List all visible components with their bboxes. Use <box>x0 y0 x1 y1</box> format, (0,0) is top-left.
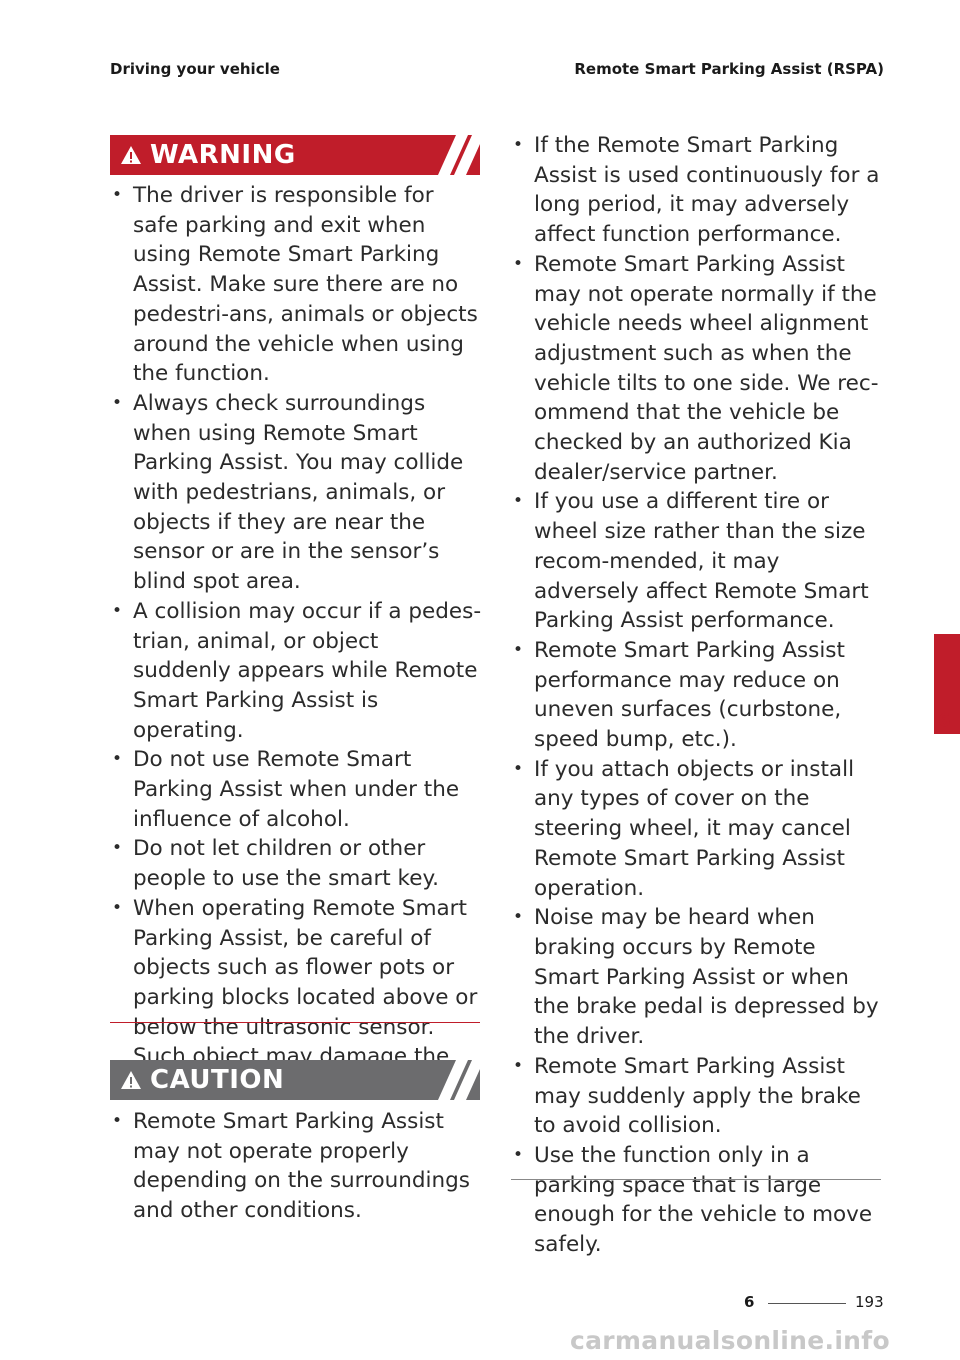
caution-title: CAUTION <box>150 1065 285 1095</box>
warning-triangle-icon <box>121 146 141 164</box>
caution-banner: CAUTION <box>110 1060 480 1100</box>
list-item: Do not let children or other people to u… <box>110 834 482 893</box>
list-item: Always check surroundings when using Rem… <box>110 389 482 597</box>
list-item: Remote Smart Parking Assist may not oper… <box>110 1107 482 1226</box>
warning-title: WARNING <box>150 140 296 170</box>
running-header-topic: Remote Smart Parking Assist (RSPA) <box>574 60 884 78</box>
list-item: Remote Smart Parking Assist performance … <box>511 636 883 755</box>
list-item: Use the function only in a parking space… <box>511 1141 883 1260</box>
chapter-side-number: 6 <box>938 710 951 731</box>
list-item: Do not use Remote Smart Parking Assist w… <box>110 745 482 834</box>
page-number: 193 <box>855 1293 884 1311</box>
list-item: If you use a different tire or wheel siz… <box>511 487 883 636</box>
warning-end-divider <box>110 1022 480 1023</box>
banner-slash-decoration <box>438 1060 480 1100</box>
running-header-section: Driving your vehicle <box>110 60 280 78</box>
list-item: The driver is responsible for safe parki… <box>110 181 482 389</box>
chapter-side-tab <box>934 634 960 734</box>
caution-list: Remote Smart Parking Assist may not oper… <box>110 1107 482 1226</box>
warning-list: The driver is responsible for safe parki… <box>110 181 482 1102</box>
list-item: Noise may be heard when braking occurs b… <box>511 903 883 1052</box>
list-item: If you attach objects or install any typ… <box>511 755 883 904</box>
list-item: Remote Smart Parking Assist may suddenly… <box>511 1052 883 1141</box>
banner-slash-decoration <box>438 135 480 175</box>
list-item: If the Remote Smart Parking Assist is us… <box>511 131 883 250</box>
warning-banner: WARNING <box>110 135 480 175</box>
caution-continued-list: If the Remote Smart Parking Assist is us… <box>511 131 883 1260</box>
footer-divider <box>768 1303 846 1304</box>
watermark: carmanualsonline.info <box>570 1326 890 1355</box>
list-item: Remote Smart Parking Assist may not oper… <box>511 250 883 488</box>
warning-triangle-icon <box>121 1071 141 1089</box>
caution-end-divider <box>511 1179 881 1180</box>
footer-chapter-number: 6 <box>744 1293 755 1311</box>
list-item: A collision may occur if a pedes-trian, … <box>110 597 482 746</box>
